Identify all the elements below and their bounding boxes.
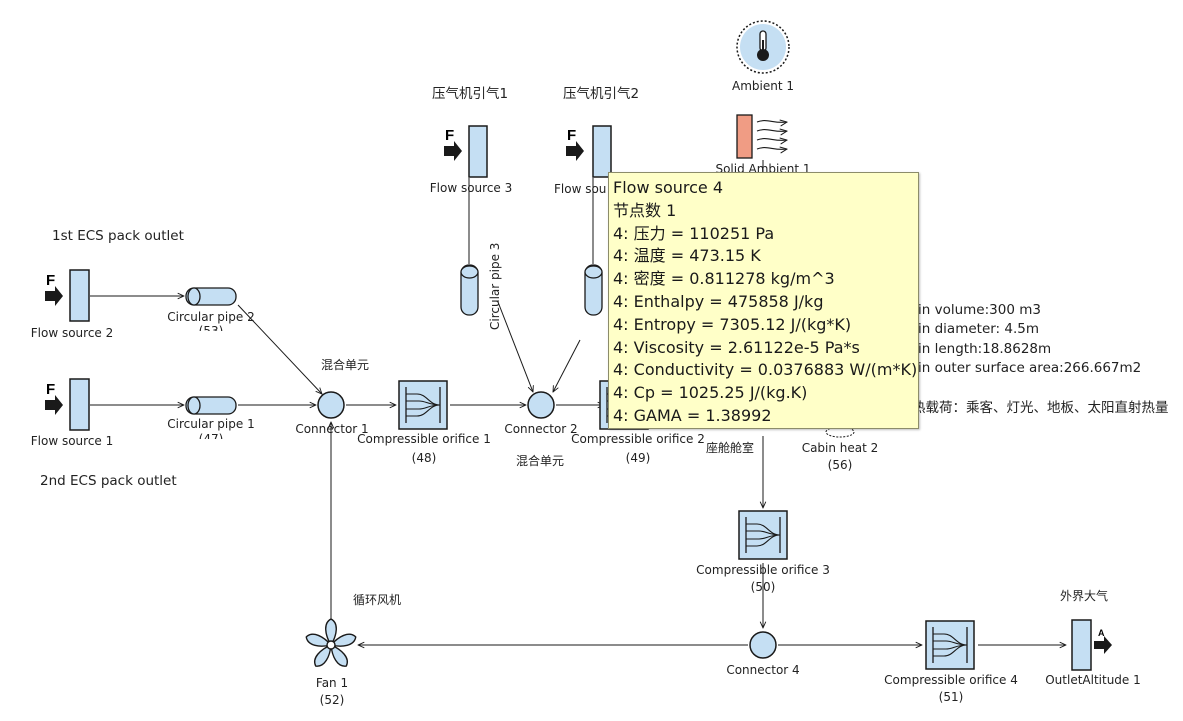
tooltip-line: 节点数 1 [613, 200, 677, 220]
tooltip-line: 4: GAMA = 1.38992 [613, 405, 772, 425]
compressible-orifice-3[interactable] [738, 510, 788, 560]
flow-source-3[interactable]: F [444, 125, 488, 178]
f-glyph: F [46, 272, 55, 289]
ambient-1[interactable] [736, 20, 790, 74]
circular-pipe-2-label: Circular pipe 2 [167, 310, 255, 324]
a-glyph: A [1098, 628, 1105, 638]
tooltip-line: 4: Conductivity = 0.0376883 W/(m*K) [613, 360, 918, 380]
cabin-diameter: in diameter: 4.5m [918, 321, 1040, 337]
orifice-1-id: (48) [411, 451, 437, 465]
connector-2[interactable] [527, 391, 555, 419]
circular-pipe-2-id: (53) [198, 324, 224, 331]
bleed2-label: 压气机引气2 [563, 86, 640, 102]
tooltip-line: 4: 温度 = 473.15 K [613, 246, 761, 266]
connector-4[interactable] [749, 631, 777, 659]
orifice-3-label: Compressible orifice 3 [696, 563, 830, 577]
tooltip-line: 4: 密度 = 0.811278 kg/m^3 [613, 269, 835, 289]
flow-source-3-label: Flow source 3 [429, 181, 513, 195]
tooltip-line: 4: 压力 = 110251 Pa [613, 223, 775, 243]
tooltip-line: 4: Cp = 1025.25 J/(kg.K) [613, 383, 808, 403]
fan-1[interactable] [305, 618, 358, 669]
connector-1-label: Connector 1 [295, 422, 369, 436]
cabin-heat-id: (56) [827, 458, 853, 472]
fan-label: Fan 1 [315, 676, 349, 690]
flow-source-2-label: Flow source 2 [30, 326, 114, 340]
mix2-label: 混合单元 [516, 454, 565, 468]
ambient-label: Ambient 1 [732, 79, 794, 93]
outlet-altitude-1[interactable]: A [1071, 619, 1112, 671]
bleed1-label: 压气机引气1 [432, 86, 509, 102]
f-glyph: F [46, 381, 55, 398]
circular-pipe-1-label: Circular pipe 1 [167, 417, 255, 431]
link-cp2-conn1 [237, 304, 322, 394]
cabin-volume: in volume:300 m3 [918, 302, 1041, 318]
connection-lines [90, 160, 1066, 645]
flow-source-4-label: Flow sou [554, 182, 607, 196]
outside-label: 外界大气 [1060, 589, 1109, 603]
orifice-4-id: (51) [938, 690, 964, 704]
f-glyph: F [567, 127, 576, 144]
orifice-4-label: Compressible orifice 4 [884, 673, 1018, 687]
orifice-2-id: (49) [625, 451, 651, 465]
link-cp3-conn2 [497, 301, 533, 392]
flow-source-4-tooltip: Flow source 4 节点数 1 4: 压力 = 110251 Pa 4:… [608, 172, 919, 429]
tooltip-title: Flow source 4 [613, 178, 724, 197]
cabin-loads: 热载荷：乘客、灯光、地板、太阳直射热量 [912, 400, 1169, 416]
flow-source-1-label: Flow source 1 [30, 434, 114, 448]
ecs2-label: 2nd ECS pack outlet [40, 473, 177, 489]
outlet-label: OutletAltitude 1 [1045, 673, 1141, 687]
connector-4-label: Connector 4 [726, 663, 800, 677]
tooltip-line: 4: Entropy = 7305.12 J/(kg*K) [613, 314, 852, 334]
ecs1-label: 1st ECS pack outlet [52, 228, 184, 244]
cabin-length: in length:18.8628m [918, 341, 1052, 357]
f-glyph: F [445, 127, 454, 144]
tooltip-line: 4: Viscosity = 2.61122e-5 Pa*s [613, 337, 860, 357]
circular-pipe-4[interactable] [584, 264, 603, 316]
connector-1[interactable] [317, 391, 345, 419]
thermometer-icon [757, 30, 769, 61]
mix1-label: 混合单元 [321, 358, 370, 372]
compressible-orifice-4[interactable] [925, 620, 975, 670]
orifice-3-id: (50) [750, 580, 776, 594]
flow-source-2[interactable]: F [45, 269, 90, 322]
compressible-orifice-1[interactable] [398, 380, 448, 430]
circular-pipe-3[interactable] [460, 264, 479, 316]
fan-icon [305, 618, 357, 667]
fan-id: (52) [319, 693, 345, 707]
cabin-heat-label: Cabin heat 2 [801, 441, 879, 455]
flow-source-4[interactable]: F [566, 125, 612, 178]
link-pipe4-conn2 [553, 339, 581, 392]
heat-flow-icon [756, 121, 787, 150]
circular-pipe-1-id: (47) [198, 432, 224, 439]
cabin-label: 座舱舱室 [706, 441, 755, 455]
cabin-surface: in outer surface area:266.667m2 [918, 360, 1142, 376]
flow-source-1[interactable]: F [45, 378, 90, 431]
fan-cn-label: 循环风机 [353, 593, 402, 607]
tooltip-line: 4: Enthalpy = 475858 J/kg [613, 291, 824, 311]
connector-2-label: Connector 2 [504, 422, 578, 436]
circular-pipe-2[interactable] [185, 287, 237, 306]
circular-pipe-3-label: Circular pipe 3 [488, 242, 502, 330]
solid-ambient-1[interactable] [736, 114, 787, 159]
orifice-2-label: Compressible orifice 2 [571, 432, 705, 446]
circular-pipe-1[interactable] [185, 396, 237, 415]
orifice-1-label: Compressible orifice 1 [357, 432, 491, 446]
